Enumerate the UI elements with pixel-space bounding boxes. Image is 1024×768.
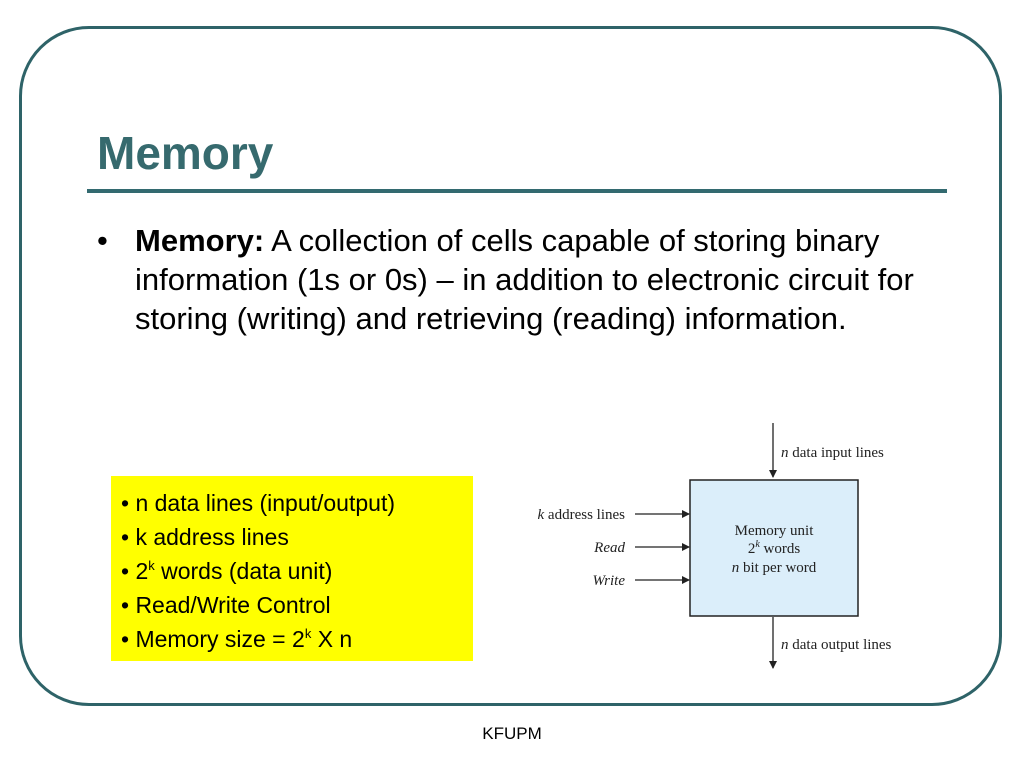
memory-unit-box bbox=[689, 479, 859, 617]
list-item-text: • k address lines bbox=[121, 524, 289, 550]
list-item: • k address lines bbox=[121, 520, 473, 554]
memory-unit-diagram: n data input lines Memory unit 2k words … bbox=[538, 423, 892, 669]
data-output-label: n data output lines bbox=[781, 637, 892, 653]
footer-text: KFUPM bbox=[482, 724, 542, 743]
definition-body: A collection of cells capable of storing… bbox=[135, 223, 914, 336]
highlight-box: • n data lines (input/output) • k addres… bbox=[111, 476, 473, 661]
list-item: • Memory size = 2k X n bbox=[121, 622, 473, 656]
address-lines-label: k address lines bbox=[538, 507, 626, 523]
list-item-text: • 2 bbox=[121, 558, 149, 584]
exponent: k bbox=[304, 626, 312, 641]
exponent: k bbox=[148, 558, 155, 573]
list-item-text: • n data lines (input/output) bbox=[121, 490, 396, 516]
memory-words-label: 2k words bbox=[748, 539, 801, 557]
slide-title: Memory bbox=[97, 127, 274, 179]
read-label: Read bbox=[593, 540, 625, 556]
slide-frame bbox=[19, 26, 1002, 706]
write-label: Write bbox=[593, 573, 626, 589]
list-item-text: X n bbox=[311, 626, 353, 652]
list-item: • n data lines (input/output) bbox=[121, 486, 473, 520]
list-item-text: words (data unit) bbox=[154, 558, 333, 584]
list-item-text: • Memory size = 2 bbox=[121, 626, 305, 652]
definition-text: Memory: A collection of cells capable of… bbox=[135, 221, 935, 338]
bullet-marker: • bbox=[97, 223, 108, 258]
highlight-list: • n data lines (input/output) • k addres… bbox=[121, 486, 473, 656]
title-divider bbox=[87, 189, 947, 193]
data-input-label: n data input lines bbox=[781, 445, 884, 461]
list-item: • Read/Write Control bbox=[121, 588, 473, 622]
list-item-text: • Read/Write Control bbox=[121, 592, 331, 618]
list-item: • 2k words (data unit) bbox=[121, 554, 473, 588]
memory-unit-label: Memory unit bbox=[735, 523, 815, 539]
definition-term: Memory: bbox=[135, 223, 265, 258]
bits-per-word-label: n bit per word bbox=[732, 560, 817, 576]
